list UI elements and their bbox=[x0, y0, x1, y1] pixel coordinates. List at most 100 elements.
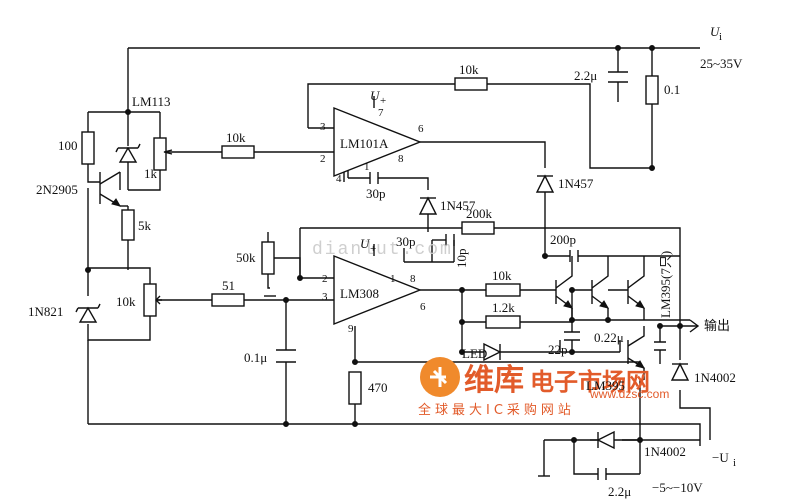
diode-1n4002-b bbox=[596, 430, 615, 450]
cap-0-1u bbox=[276, 349, 296, 363]
cap-2-2u-top bbox=[608, 71, 628, 83]
label-c-30p-a: 30p bbox=[366, 186, 386, 201]
zener-1n821 bbox=[78, 306, 98, 323]
pin-2a: 2 bbox=[320, 153, 326, 165]
cap-0-22u bbox=[564, 331, 580, 341]
label-r-1-2k: 1.2k bbox=[492, 300, 515, 315]
label-u-plus-b: U bbox=[360, 236, 371, 251]
resistor-10k-pot bbox=[143, 283, 157, 317]
resistor-470 bbox=[348, 371, 362, 405]
label-1n4002-b: 1N4002 bbox=[644, 444, 686, 459]
cap-200p bbox=[569, 250, 579, 262]
pin-3b: 3 bbox=[322, 291, 328, 303]
label-c-200p: 200p bbox=[550, 232, 576, 247]
watermark-slogan: 全球最大IC采购网站 bbox=[418, 402, 575, 418]
label-neg-range: −5~−10V bbox=[652, 480, 703, 495]
label-1n457-b: 1N457 bbox=[558, 176, 594, 191]
label-r-200k: 200k bbox=[466, 206, 493, 221]
label-lm101a: LM101A bbox=[340, 136, 389, 151]
pin-6b: 6 bbox=[420, 301, 426, 313]
label-c-10p: 10p bbox=[454, 249, 469, 269]
pin-2b: 2 bbox=[322, 273, 328, 285]
label-1n457-a: 1N457 bbox=[440, 198, 476, 213]
resistors bbox=[81, 75, 659, 405]
pin-3a: 3 bbox=[320, 121, 326, 133]
cap-30p-a bbox=[369, 172, 379, 184]
capacitors bbox=[276, 71, 666, 480]
label-lm308: LM308 bbox=[340, 286, 379, 301]
cap-2-2u-bot bbox=[597, 468, 607, 480]
resistor-1-2k bbox=[485, 315, 521, 329]
cap-22p-small bbox=[654, 341, 666, 351]
resistor-50k-pot bbox=[261, 241, 275, 275]
label-c-0-1u: 0.1μ bbox=[244, 350, 267, 365]
resistor-1k-pot bbox=[153, 137, 167, 171]
resistor-5k bbox=[121, 209, 135, 241]
label-neg-ui: −U bbox=[712, 450, 729, 465]
label-c-22p: 22p bbox=[548, 342, 568, 357]
label-r-5k: 5k bbox=[138, 218, 152, 233]
label-c-2-2u-bot: 2.2μ bbox=[608, 484, 631, 499]
zener-lm113 bbox=[118, 146, 138, 163]
label-r-50k: 50k bbox=[236, 250, 256, 265]
label-lm395-7: LM395(7只) bbox=[658, 251, 673, 318]
diodes bbox=[75, 143, 690, 450]
label-u-plus-a: U bbox=[370, 88, 381, 103]
resistor-200k bbox=[461, 221, 495, 235]
label-r-100: 100 bbox=[58, 138, 78, 153]
labels: U i 25~35V U + U + −U i −5~−10V 输出 LM113… bbox=[28, 24, 743, 499]
label-r-0-1: 0.1 bbox=[664, 82, 680, 97]
label-c-2-2u-top: 2.2μ bbox=[574, 68, 597, 83]
label-neg-ui-sub: i bbox=[733, 457, 736, 469]
pin-7a: 7 bbox=[378, 107, 384, 119]
label-r-1k: 1k bbox=[144, 166, 158, 181]
label-output: 输出 bbox=[704, 318, 730, 333]
label-c-30p-b: 30p bbox=[396, 234, 416, 249]
label-ui-sub: i bbox=[719, 31, 722, 43]
watermark-url2: dianlut.com bbox=[312, 240, 453, 260]
label-r-10k-out: 10k bbox=[492, 268, 512, 283]
label-2n2905: 2N2905 bbox=[36, 182, 78, 197]
pin-8b: 8 bbox=[410, 273, 416, 285]
pin-8a: 8 bbox=[398, 153, 404, 165]
watermark: 维库 电子市场网 www.dzsc.com 全球最大IC采购网站 dianlut… bbox=[312, 240, 669, 418]
watermark-sub: 电子市场网 bbox=[530, 368, 650, 396]
pin-1b: 1 bbox=[390, 273, 396, 285]
label-ui: U bbox=[710, 24, 721, 39]
resistor-0-1 bbox=[645, 75, 659, 105]
label-r-470: 470 bbox=[368, 380, 388, 395]
pin-1a: 1 bbox=[364, 161, 370, 173]
arrows bbox=[111, 198, 646, 369]
label-lm113: LM113 bbox=[132, 94, 171, 109]
label-c-0-22u: 0.22μ bbox=[594, 330, 624, 345]
pin-4a: 4 bbox=[336, 173, 342, 185]
watermark-name: 维库 bbox=[464, 363, 524, 398]
watermark-url: www.dzsc.com bbox=[589, 387, 669, 401]
resistor-10k-a bbox=[221, 145, 255, 159]
resistor-10k-top bbox=[454, 77, 488, 91]
label-r-10k-a: 10k bbox=[226, 130, 246, 145]
pot-wipers bbox=[155, 149, 173, 305]
label-r-10k-pot: 10k bbox=[116, 294, 136, 309]
resistor-51 bbox=[211, 293, 245, 307]
resistor-100 bbox=[81, 131, 95, 165]
diode-1n457-b bbox=[535, 174, 555, 193]
wires bbox=[87, 47, 711, 477]
opamp-lm101a bbox=[333, 96, 422, 178]
label-lm395: LM395 bbox=[586, 378, 625, 393]
diode-led bbox=[483, 342, 502, 362]
junction-dots bbox=[85, 45, 683, 443]
label-r-10k-top: 10k bbox=[459, 62, 479, 77]
label-1n4002-a: 1N4002 bbox=[694, 370, 736, 385]
label-u-plus-b-sub: + bbox=[370, 243, 376, 255]
label-r-51: 51 bbox=[222, 278, 235, 293]
pin-9b: 9 bbox=[348, 323, 354, 335]
pin-6a: 6 bbox=[418, 123, 424, 135]
cap-30p-b bbox=[445, 234, 455, 246]
label-u-plus-a-sub: + bbox=[380, 95, 386, 107]
label-ui-range: 25~35V bbox=[700, 56, 743, 71]
diode-1n457-a bbox=[418, 196, 438, 215]
resistor-10k-out bbox=[485, 283, 521, 297]
